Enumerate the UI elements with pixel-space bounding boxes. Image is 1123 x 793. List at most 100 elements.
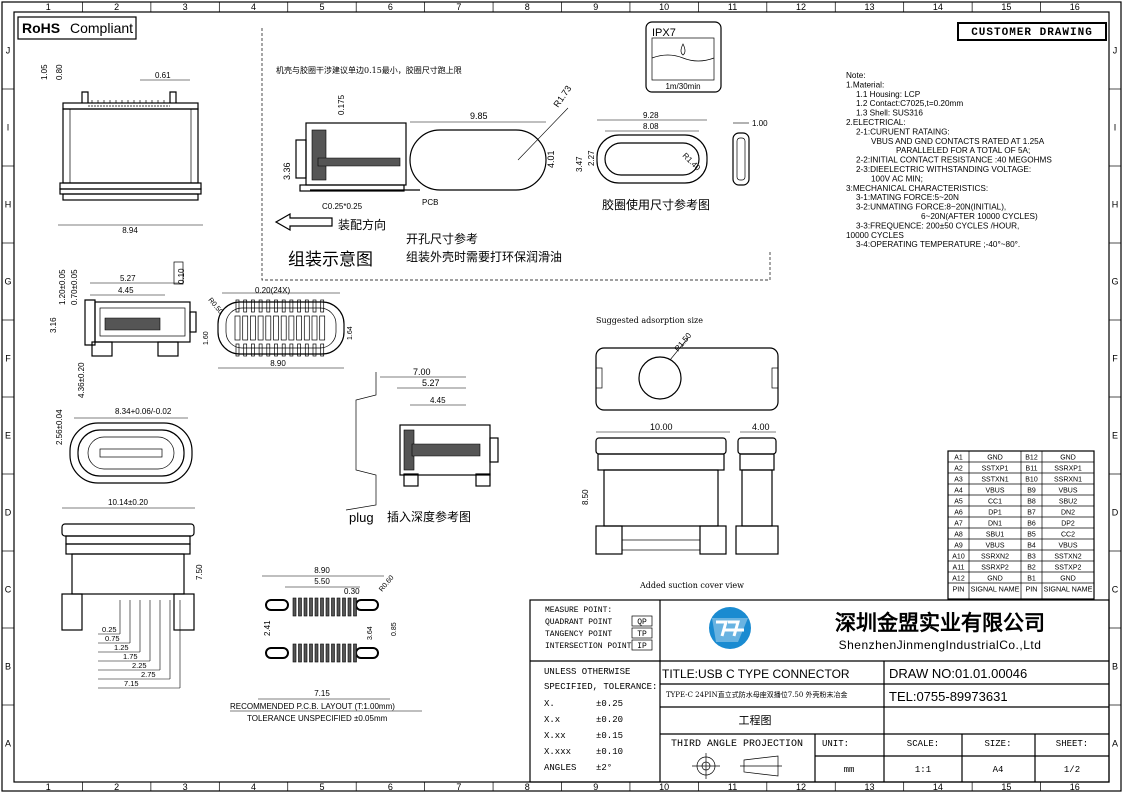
hole-ref: 开孔尺寸参考 xyxy=(406,231,478,246)
bottom-pin xyxy=(235,343,240,357)
note-line: 1.3 Shell: SUS316 xyxy=(856,109,923,118)
grid-col-label: 6 xyxy=(388,2,393,12)
grid-col-label: 12 xyxy=(796,782,806,792)
pin-table-cell: SSTXN1 xyxy=(981,477,1008,484)
dim-8-90: 8.90 xyxy=(270,359,286,368)
scale-label: SCALE: xyxy=(907,739,939,749)
projection: THIRD ANGLE PROJECTION xyxy=(671,739,803,750)
tolerance-key: X. xyxy=(544,699,555,709)
bottom-pin xyxy=(289,343,294,357)
pin-table-cell: SSTXP2 xyxy=(1055,565,1082,572)
pin-table-cell: DP1 xyxy=(988,510,1002,517)
dim-0-30: 0.30 xyxy=(344,587,360,596)
dim-3-16: 3.16 xyxy=(49,317,58,333)
pcb-pad xyxy=(309,643,313,663)
title: TITLE:USB C TYPE CONNECTOR xyxy=(662,667,850,681)
measure-label: QUADRANT POINT xyxy=(545,618,612,627)
pin-table-cell: A10 xyxy=(952,554,965,561)
pin-table-cell: CC1 xyxy=(988,499,1002,506)
bottom-pin xyxy=(258,299,263,313)
bottom-pin xyxy=(304,343,309,357)
pin-table-cell: SSRXP2 xyxy=(981,565,1009,572)
tolerance-key: X.x xyxy=(544,715,560,725)
pin-table-cell: SSRXN2 xyxy=(981,554,1009,561)
subtitle: TYPE-C 24PIN直立式防水母座双播位7.50 外壳粉末冶金 xyxy=(666,690,848,699)
grid-col-label: 10 xyxy=(659,2,669,12)
bottom-pin xyxy=(266,299,271,313)
measure-label: TANGENCY POINT xyxy=(545,630,612,639)
dim-2-41: 2.41 xyxy=(263,620,272,636)
pcb-pad xyxy=(292,597,297,617)
dim-1-64: 1.64 xyxy=(347,326,354,340)
grid-row-label: A xyxy=(1112,739,1118,749)
pin-table-cell: GND xyxy=(987,576,1003,583)
pin-table-cell: B1 xyxy=(1027,576,1036,583)
grid-col-label: 8 xyxy=(525,782,530,792)
bottom-pins xyxy=(234,299,326,357)
view-bottom: 0.20(24X) R0.50 1.64 8.90 xyxy=(206,286,354,369)
grid-row-label: C xyxy=(5,585,12,595)
bottom-pin xyxy=(320,343,325,357)
pcb-pad xyxy=(347,597,352,617)
measure-code: IP xyxy=(637,642,647,651)
grid-col-label: 7 xyxy=(456,782,461,792)
bottom-contact xyxy=(265,315,272,341)
dim-0-80: 0.80 xyxy=(55,64,64,80)
bottom-pin xyxy=(297,299,301,313)
grid-col-label: 14 xyxy=(933,2,943,12)
grid-col-label: 11 xyxy=(728,2,737,12)
bottom-pin xyxy=(251,343,255,357)
grid-row-label: G xyxy=(1111,277,1118,287)
suction-cover-view: 10.00 8.50 4.00 Added suction cover view xyxy=(581,422,779,590)
bottom-contact xyxy=(250,315,256,341)
note-line: 2-2:INITIAL CONTACT RESISTANCE :40 MEGOH… xyxy=(856,156,1052,165)
oil-note: 组装外壳时需要打环保润滑油 xyxy=(406,250,562,264)
pin-table-cell: A5 xyxy=(954,499,963,506)
grid-col-label: 7 xyxy=(456,2,461,12)
sheet-label: SHEET: xyxy=(1056,739,1088,749)
unless-otherwise: UNLESS OTHERWISE xyxy=(544,667,630,677)
note-line: VBUS AND GND CONTACTS RATED AT 1.25A xyxy=(871,137,1045,146)
customer-drawing-stamp: CUSTOMER DRAWING xyxy=(957,22,1107,41)
ladder-value: 0.75 xyxy=(105,634,120,643)
pin-table-cell: A12 xyxy=(952,576,965,583)
bottom-pin xyxy=(266,343,271,357)
bottom-pin xyxy=(274,299,278,313)
pin-table-cell: SSTXN2 xyxy=(1054,554,1081,561)
pin-table-cell: B7 xyxy=(1027,510,1036,517)
pcb-pad xyxy=(347,643,352,663)
pcb-pad xyxy=(298,597,302,617)
plug-title: 插入深度参考图 xyxy=(387,509,471,524)
dim-3-64: 3.64 xyxy=(367,626,374,640)
grid-col-label: 6 xyxy=(388,782,393,792)
dim-2-56: 2.56±0.04 xyxy=(55,409,64,445)
bottom-pin xyxy=(258,343,263,357)
pcb-pads xyxy=(292,597,357,663)
measure-code-box xyxy=(631,615,653,627)
grid-col-label: 3 xyxy=(183,2,188,12)
note-line: 3-3:FREQUENCE: 200±50 CYCLES /HOUR, xyxy=(856,221,1019,230)
grid-row-label: E xyxy=(1112,431,1118,441)
note-line: 100V AC MIN; xyxy=(871,174,923,183)
dim-4-45-plug: 4.45 xyxy=(430,396,446,405)
ladder-value: 2.75 xyxy=(141,670,156,679)
dim-9-85: 9.85 xyxy=(470,111,488,121)
tolerance-key: X.xx xyxy=(544,731,566,741)
dim-1-60: 1.60 xyxy=(203,331,210,345)
dim-7-50: 7.50 xyxy=(195,564,204,580)
pin-table-cell: SSRXP1 xyxy=(1054,466,1082,473)
rohs-compliant: Compliant xyxy=(70,20,133,36)
dim-10-00: 10.00 xyxy=(650,422,673,432)
pin-table-cell: GND xyxy=(1060,455,1076,462)
measure-code: TP xyxy=(637,630,647,639)
adsorption-label: Suggested adsorption size xyxy=(596,316,703,325)
company-logo xyxy=(709,607,751,649)
assembly-schematic: 机壳与胶圈干涉建议单边0.15最小，胶圈尺寸跑上限 3.36 0.175 C0.… xyxy=(274,65,768,270)
bottom-pin xyxy=(243,299,248,313)
bottom-pin xyxy=(274,343,278,357)
pin-table-cell: A1 xyxy=(954,455,963,462)
ladder-value: 1.25 xyxy=(114,643,129,652)
bottom-pin xyxy=(289,299,294,313)
